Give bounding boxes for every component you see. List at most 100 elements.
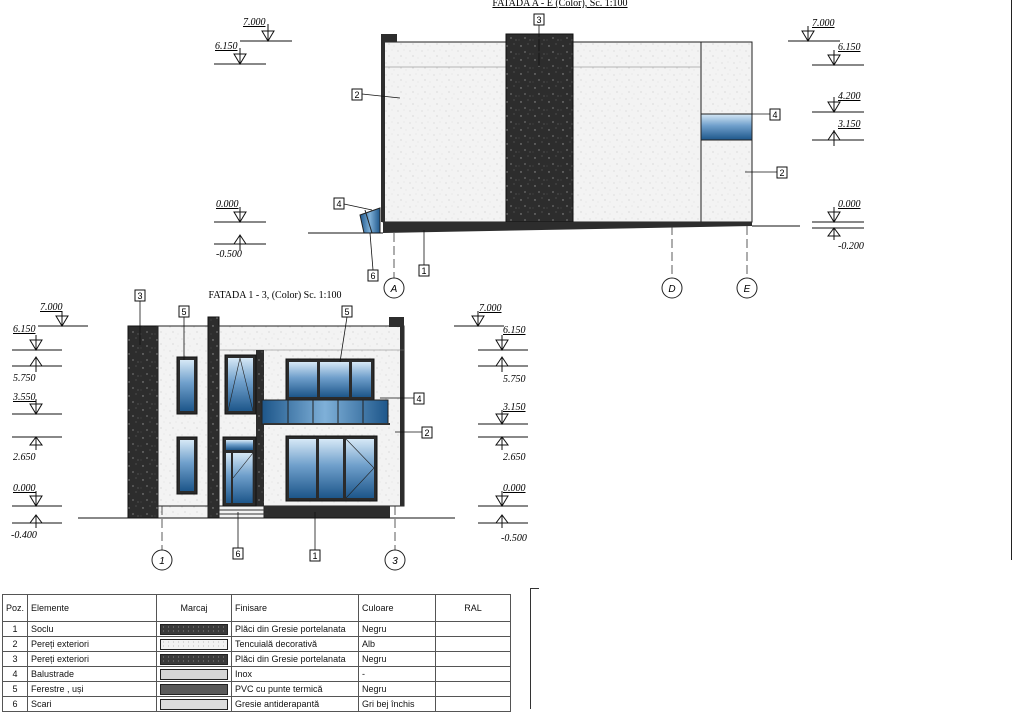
level-marker: 0.000 [214, 199, 266, 223]
table-row: 6 Scari Gresie antiderapantă Gri bej înc… [1, 696, 512, 712]
svg-text:-0.500: -0.500 [501, 533, 527, 544]
level-marker: -0.500 [214, 234, 266, 260]
wall-plaster-left [382, 41, 507, 223]
level-marker: 3.150 [812, 119, 864, 146]
svg-text:6.150: 6.150 [503, 325, 526, 336]
level-marker: 3.550 [12, 392, 62, 415]
svg-text:-0.500: -0.500 [216, 249, 242, 260]
axis-marker: 3 [384, 506, 406, 571]
svg-text:2: 2 [424, 428, 429, 438]
svg-text:6: 6 [235, 549, 240, 559]
header-finisare: Finisare [231, 594, 360, 622]
balcony-balustrade [261, 399, 389, 425]
border-corner [530, 588, 539, 709]
level-marker: 3.150 [478, 402, 528, 425]
svg-text:3.150: 3.150 [502, 402, 526, 413]
svg-text:5: 5 [181, 307, 186, 317]
header-culoare: Culoare [358, 594, 437, 622]
level-marker: 7.000 [788, 18, 840, 42]
table-row: 3 Pereți exteriori Plăci din Gresie port… [1, 651, 512, 667]
level-marker: 2.650 [12, 436, 62, 463]
stone-column [505, 33, 574, 223]
legend-header-row: Poz. Elemente Marcaj Finisare Culoare RA… [1, 594, 512, 622]
svg-text:3: 3 [536, 15, 541, 25]
svg-text:0.000: 0.000 [838, 199, 861, 210]
svg-text:2.650: 2.650 [13, 452, 36, 463]
table-row: 5 Ferestre , uși PVC cu punte termică Ne… [1, 681, 512, 697]
svg-text:-0.200: -0.200 [838, 241, 864, 252]
plinth [264, 506, 390, 518]
svg-text:3.150: 3.150 [837, 119, 861, 130]
facade-a-e: FATADA A - E (Color), Sc. 1:100 7.000 [214, 0, 864, 299]
plinth [383, 222, 752, 233]
svg-text:6.150: 6.150 [215, 41, 238, 52]
svg-text:A: A [390, 284, 398, 295]
level-marker: 6.150 [812, 42, 864, 66]
svg-text:5: 5 [344, 307, 349, 317]
svg-text:2: 2 [779, 168, 784, 178]
svg-text:6.150: 6.150 [838, 42, 861, 53]
table-row: 1 Soclu Plăci din Gresie portelanata Neg… [1, 621, 512, 637]
level-marker: 5.750 [12, 356, 62, 384]
swatch-pvc [160, 683, 229, 695]
svg-text:E: E [744, 284, 751, 295]
svg-text:4: 4 [772, 110, 777, 120]
svg-text:6.150: 6.150 [13, 324, 36, 335]
level-marker: -0.400 [11, 514, 62, 541]
svg-text:1: 1 [312, 551, 317, 561]
svg-text:7.000: 7.000 [243, 17, 266, 28]
facade-a-e-title: FATADA A - E (Color), Sc. 1:100 [492, 0, 627, 9]
svg-text:3: 3 [137, 291, 142, 301]
svg-text:3.550: 3.550 [12, 392, 36, 403]
svg-text:D: D [668, 284, 675, 295]
level-marker: 6.150 [478, 325, 528, 351]
facade-1-3-title: FATADA 1 - 3, (Color) Sc. 1:100 [209, 290, 342, 301]
swatch-inox [160, 668, 229, 680]
tag-group: 3 5 5 4 2 6 1 [134, 289, 433, 562]
level-marker: 4.200 [812, 91, 864, 113]
svg-text:7.000: 7.000 [812, 18, 835, 29]
table-row: 4 Balustrade Inox - [1, 666, 512, 682]
parapet-post [381, 34, 397, 42]
svg-text:3: 3 [392, 556, 398, 567]
header-poz: Poz. [1, 594, 29, 622]
svg-text:4: 4 [416, 394, 421, 404]
table-row: 2 Pereți exteriori Tencuială decorativă … [1, 636, 512, 652]
svg-text:7.000: 7.000 [479, 303, 502, 314]
level-marker: 6.150 [12, 324, 62, 351]
facade-1-3: FATADA 1 - 3, (Color) Sc. 1:100 [11, 289, 528, 571]
swatch-dark-stone [160, 623, 229, 635]
level-marker: 7.000 [38, 302, 88, 327]
swatch-dark-stone [160, 653, 229, 665]
level-marker: 5.750 [478, 356, 528, 385]
tag-group: 3 2 4 2 4 6 1 [333, 13, 788, 282]
svg-text:0.000: 0.000 [503, 483, 526, 494]
level-marker: 7.000 [454, 303, 504, 327]
swatch-plaster [160, 638, 229, 650]
level-marker: 2.650 [478, 436, 528, 463]
level-marker: 6.150 [214, 41, 266, 65]
level-marker: 0.000 [812, 199, 864, 223]
axis-marker: A [383, 233, 405, 299]
svg-text:5.750: 5.750 [503, 374, 526, 385]
border-line [1011, 0, 1012, 560]
svg-text:0.000: 0.000 [13, 483, 36, 494]
level-marker: 0.000 [478, 483, 528, 507]
level-marker: 7.000 [240, 17, 292, 42]
level-marker: -0.200 [812, 227, 864, 252]
svg-text:0.000: 0.000 [216, 199, 239, 210]
axis-marker: E [736, 226, 758, 299]
svg-text:1: 1 [159, 556, 165, 567]
level-marker: -0.500 [478, 514, 528, 544]
window-extension [700, 113, 753, 141]
balustrade-small [359, 207, 381, 234]
swatch-stairs [160, 698, 229, 710]
svg-text:4.200: 4.200 [838, 91, 861, 102]
svg-text:4: 4 [336, 199, 341, 209]
svg-text:5.750: 5.750 [13, 373, 36, 384]
svg-text:2: 2 [354, 90, 359, 100]
header-element: Elemente [27, 594, 158, 622]
svg-text:1: 1 [421, 266, 426, 276]
axis-marker: D [661, 226, 683, 299]
